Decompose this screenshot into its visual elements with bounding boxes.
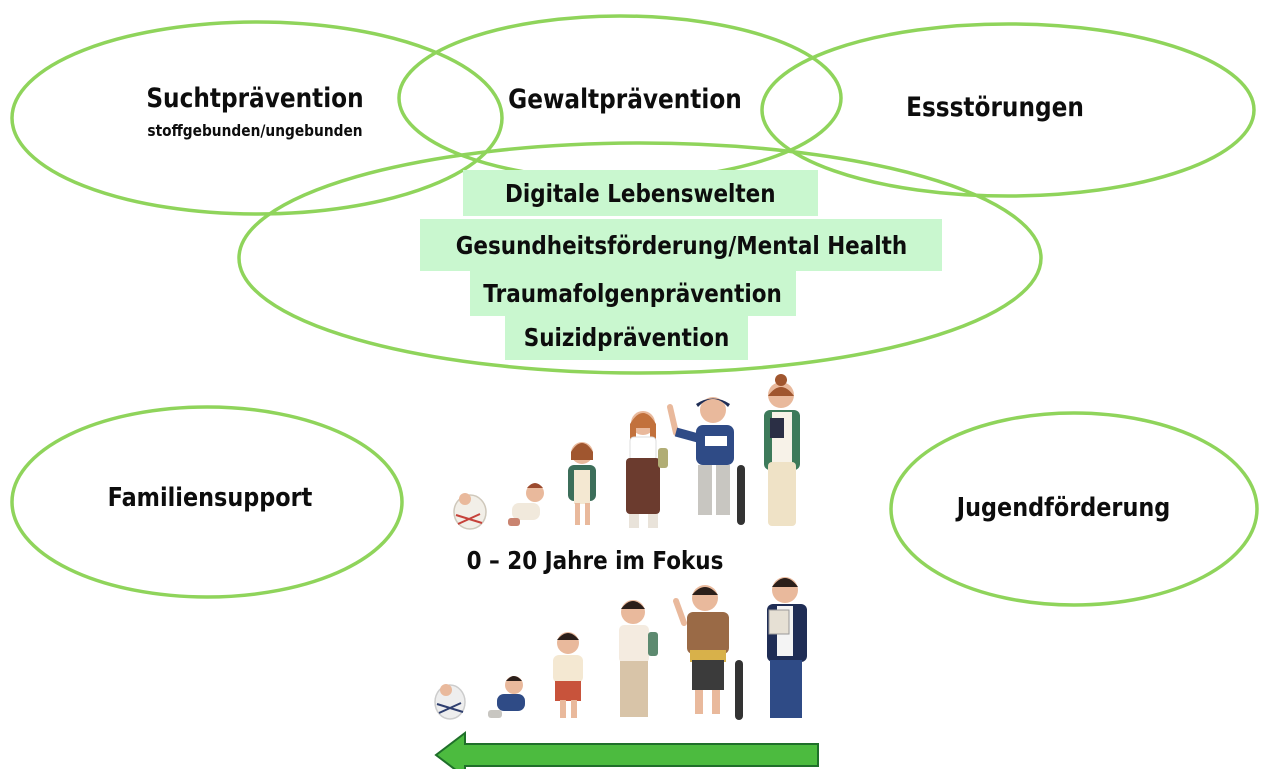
- ellipse-jugendfoerderung: [889, 411, 1259, 607]
- toddler-boy-figure: [488, 676, 525, 718]
- topic-gesundheitsfoerderung: Gesundheitsförderung/Mental Health: [420, 219, 942, 271]
- baby-boy-figure: [434, 684, 466, 720]
- young-woman-figure: [764, 374, 800, 526]
- topic-label: Suizidprävention: [523, 323, 730, 352]
- adolescent-boy-figure: [673, 585, 743, 720]
- suchtpraevention-title: Suchtprävention: [146, 83, 364, 114]
- jugendfoerderung-title: Jugendförderung: [956, 493, 1171, 523]
- young-man-figure: [767, 577, 807, 718]
- girl-growth-stages-icon: [453, 374, 800, 530]
- ellipse-familiensupport: [10, 405, 404, 599]
- toddler-girl-figure: [508, 483, 544, 526]
- topic-label: Gesundheitsförderung/Mental Health: [455, 230, 907, 260]
- ellipse-suchtpraevention: [10, 20, 504, 216]
- child-boy-figure: [553, 632, 583, 718]
- baby-girl-figure: [453, 493, 487, 530]
- teen-girl-figure: [626, 411, 668, 528]
- ellipse-essstoerungen: [760, 22, 1256, 198]
- teen-boy-figure: [619, 600, 658, 717]
- boy-growth-stages-icon: [434, 577, 807, 720]
- suchtpraevention-subtitle: stoffgebunden/ungebunden: [147, 121, 363, 140]
- familiensupport-title: Familiensupport: [107, 483, 313, 513]
- topic-suizidpraevention: Suizidprävention: [505, 315, 748, 360]
- topic-traumafolgenpraevention: Traumafolgenprävention: [470, 270, 796, 316]
- left-arrow-icon: [434, 730, 819, 769]
- focus-age-label: 0 – 20 Jahre im Fokus: [466, 546, 724, 575]
- ellipse-central-topics: [237, 141, 1043, 375]
- gewaltpraevention-title: Gewaltprävention: [508, 84, 742, 115]
- child-girl-figure: [568, 442, 596, 525]
- essstoerungen-title: Essstörungen: [906, 92, 1084, 123]
- adolescent-girl-figure: [667, 397, 745, 525]
- topic-label: Digitale Lebenswelten: [505, 178, 776, 208]
- topic-digitale-lebenswelten: Digitale Lebenswelten: [463, 170, 818, 216]
- topic-label: Traumafolgenprävention: [483, 278, 783, 308]
